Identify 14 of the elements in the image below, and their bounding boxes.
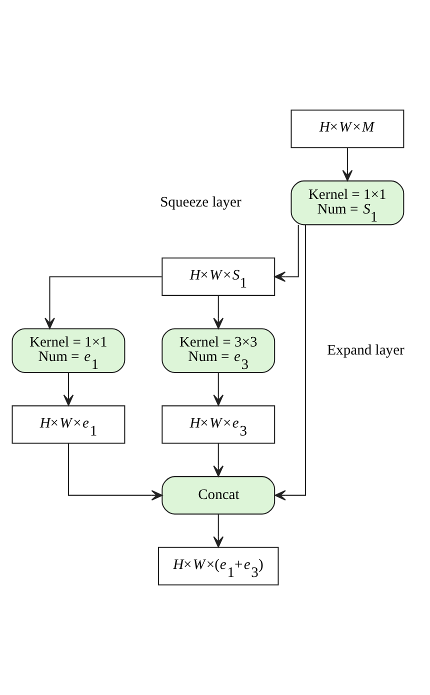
label: Expand layer: [327, 342, 404, 358]
node-box: H×W×M: [290, 110, 404, 148]
arrow: [213, 444, 224, 477]
label: Squeeze layer: [160, 194, 242, 211]
arrow: [342, 148, 353, 182]
arrow: [274, 224, 299, 282]
arrow: [68, 444, 163, 501]
arrow: [213, 514, 224, 548]
arrow: [213, 372, 224, 406]
arrow: [63, 372, 74, 406]
arrow: [44, 276, 162, 329]
node-box: Concat: [162, 476, 276, 515]
arrow: [274, 224, 306, 501]
arrow: [213, 296, 224, 330]
